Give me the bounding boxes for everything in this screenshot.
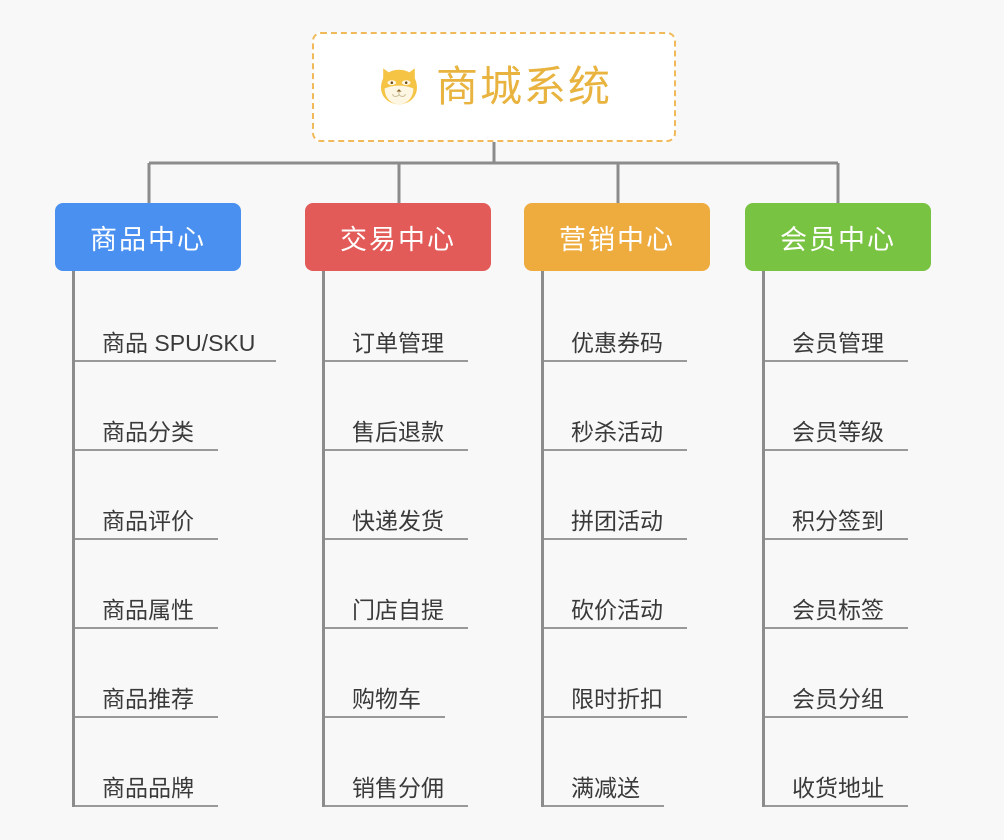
leaf-item[interactable]: 限时折扣	[544, 629, 745, 718]
leaf-item-label: 商品分类	[102, 418, 194, 445]
leaf-item[interactable]: 会员标签	[765, 540, 966, 629]
leaf-item-label: 收货地址	[792, 774, 884, 801]
leaf-item[interactable]: 售后退款	[325, 362, 526, 451]
leaf-list-0: 商品 SPU/SKU 商品分类 商品评价 商品属性 商品推荐 商品品牌	[72, 271, 276, 807]
leaf-item-label: 商品 SPU/SKU	[102, 329, 256, 356]
leaf-item-label: 售后退款	[352, 418, 444, 445]
leaf-item-label: 购物车	[352, 685, 421, 712]
category-header-2[interactable]: 营销中心	[524, 203, 710, 271]
leaf-list-2: 优惠券码 秒杀活动 拼团活动 砍价活动 限时折扣 满减送	[541, 271, 745, 807]
leaf-item-label: 商品推荐	[102, 685, 194, 712]
shiba-dog-face-icon	[381, 68, 417, 105]
leaf-item[interactable]: 砍价活动	[544, 540, 745, 629]
category-column-2: 营销中心 优惠券码 秒杀活动 拼团活动 砍价活动 限时折扣 满减送	[524, 203, 745, 807]
leaf-item[interactable]: 快递发货	[325, 451, 526, 540]
category-columns: 商品中心 商品 SPU/SKU 商品分类 商品评价 商品属性 商品推荐 商品品牌…	[0, 203, 1004, 840]
category-header-3[interactable]: 会员中心	[745, 203, 931, 271]
leaf-item-label: 会员管理	[792, 329, 884, 356]
leaf-item-label: 拼团活动	[571, 507, 663, 534]
leaf-item[interactable]: 商品评价	[75, 451, 276, 540]
leaf-item[interactable]: 商品推荐	[75, 629, 276, 718]
category-column-1: 交易中心 订单管理 售后退款 快递发货 门店自提 购物车 销售分佣	[305, 203, 526, 807]
category-column-3: 会员中心 会员管理 会员等级 积分签到 会员标签 会员分组 收货地址	[745, 203, 966, 807]
leaf-list-1: 订单管理 售后退款 快递发货 门店自提 购物车 销售分佣	[322, 271, 526, 807]
leaf-list-3: 会员管理 会员等级 积分签到 会员标签 会员分组 收货地址	[762, 271, 966, 807]
leaf-item-label: 商品品牌	[102, 774, 194, 801]
category-header-1[interactable]: 交易中心	[305, 203, 491, 271]
leaf-item[interactable]: 门店自提	[325, 540, 526, 629]
leaf-item[interactable]: 购物车	[325, 629, 526, 718]
leaf-item-label: 销售分佣	[352, 774, 444, 801]
leaf-item-label: 会员标签	[792, 596, 884, 623]
root-node[interactable]: 商城系统	[312, 32, 676, 142]
category-header-label: 会员中心	[780, 224, 896, 255]
leaf-item[interactable]: 销售分佣	[325, 718, 526, 807]
leaf-item-label: 商品属性	[102, 596, 194, 623]
category-column-0: 商品中心 商品 SPU/SKU 商品分类 商品评价 商品属性 商品推荐 商品品牌	[55, 203, 276, 807]
leaf-item[interactable]: 会员管理	[765, 273, 966, 362]
leaf-item-label: 商品评价	[102, 507, 194, 534]
category-header-label: 商品中心	[90, 224, 206, 255]
leaf-item-label: 快递发货	[352, 507, 444, 534]
leaf-item[interactable]: 商品属性	[75, 540, 276, 629]
leaf-item-label: 优惠券码	[571, 329, 663, 356]
leaf-item[interactable]: 秒杀活动	[544, 362, 745, 451]
leaf-item[interactable]: 商品品牌	[75, 718, 276, 807]
leaf-item[interactable]: 满减送	[544, 718, 745, 807]
category-header-label: 营销中心	[559, 224, 675, 255]
leaf-item[interactable]: 商品 SPU/SKU	[75, 273, 276, 362]
leaf-item[interactable]: 拼团活动	[544, 451, 745, 540]
leaf-item[interactable]: 积分签到	[765, 451, 966, 540]
leaf-item-label: 限时折扣	[571, 685, 663, 712]
leaf-item[interactable]: 订单管理	[325, 273, 526, 362]
leaf-item-label: 积分签到	[792, 507, 884, 534]
leaf-item[interactable]: 会员等级	[765, 362, 966, 451]
root-title: 商城系统	[435, 63, 612, 110]
leaf-item-label: 秒杀活动	[571, 418, 663, 445]
leaf-item[interactable]: 收货地址	[765, 718, 966, 807]
leaf-item-label: 砍价活动	[571, 596, 663, 623]
category-header-0[interactable]: 商品中心	[55, 203, 241, 271]
leaf-item-label: 会员等级	[792, 418, 884, 445]
leaf-item-label: 会员分组	[792, 685, 884, 712]
category-header-label: 交易中心	[340, 224, 456, 255]
leaf-item[interactable]: 优惠券码	[544, 273, 745, 362]
leaf-item-label: 门店自提	[352, 596, 444, 623]
leaf-item[interactable]: 会员分组	[765, 629, 966, 718]
leaf-item-label: 满减送	[571, 774, 640, 801]
leaf-item-label: 订单管理	[352, 329, 444, 356]
leaf-item[interactable]: 商品分类	[75, 362, 276, 451]
